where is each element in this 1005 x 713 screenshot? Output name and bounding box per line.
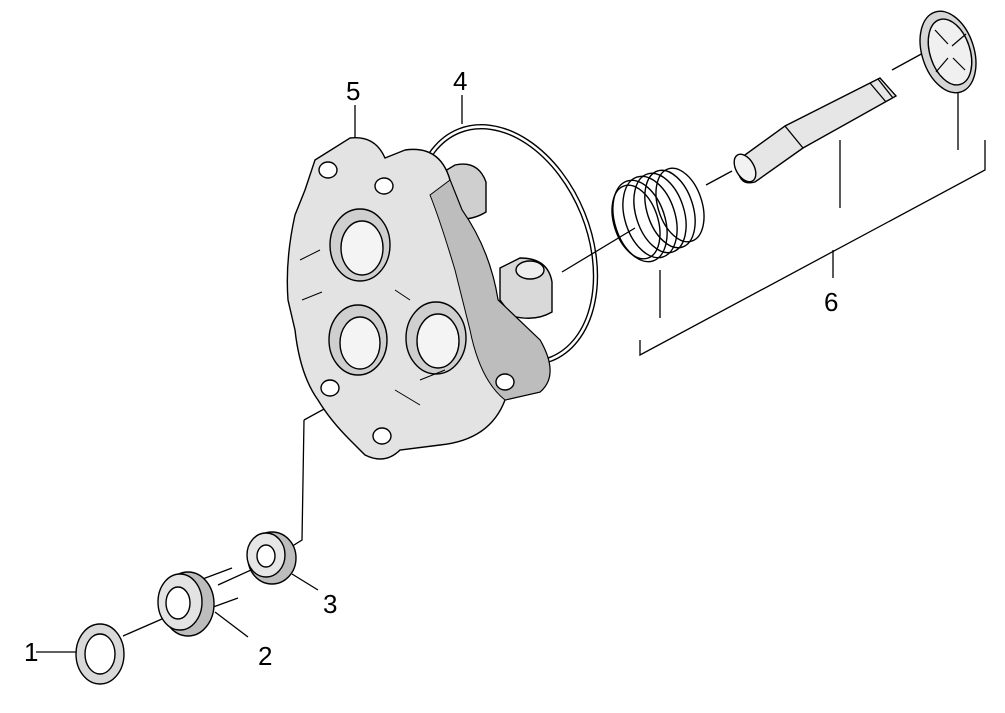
holder-pin-top	[199, 567, 233, 581]
label-2: 2	[258, 641, 272, 671]
housing-bore-lower-right-inner	[416, 313, 460, 369]
washer	[75, 623, 125, 685]
leader-spring	[561, 227, 636, 273]
pin-step	[784, 125, 804, 149]
spring-coil-2	[644, 169, 696, 249]
bracket-6	[639, 140, 986, 357]
seal-holder	[157, 567, 239, 637]
housing	[286, 136, 553, 460]
washer-hole	[84, 633, 116, 675]
leader-pin-disc	[891, 51, 926, 71]
spring	[611, 167, 705, 263]
spring-coil-5	[612, 179, 668, 263]
leader-3	[291, 573, 319, 591]
holder-bore	[165, 586, 191, 620]
spring-coil-3	[633, 172, 687, 254]
housing-hole-top-right	[374, 177, 394, 195]
label-4: 4	[453, 66, 467, 96]
housing-hole-top-left	[318, 161, 338, 179]
disc-spokes	[934, 29, 967, 73]
label-6: 6	[824, 287, 838, 317]
leader-lines	[36, 51, 986, 653]
label-1: 1	[24, 637, 38, 667]
label-3: 3	[323, 589, 337, 619]
part-labels: 1 2 3 4 5 6	[24, 66, 838, 671]
pin-groove-2	[877, 78, 894, 99]
leader-2	[214, 611, 249, 638]
seal-bore	[256, 544, 276, 568]
retaining-disc	[919, 10, 977, 94]
housing-hole-right	[495, 373, 515, 391]
pin-groove-1	[869, 82, 887, 103]
pin-body	[737, 77, 898, 184]
spring-coil-4	[622, 175, 678, 259]
housing-side-face	[429, 179, 551, 401]
spring-end	[611, 184, 661, 260]
label-5: 5	[346, 76, 360, 106]
housing-stub-end	[515, 260, 545, 280]
spring-coil-1	[655, 167, 705, 243]
piston-pin	[733, 77, 898, 184]
housing-hole-bottom	[372, 427, 392, 445]
housing-bore-top-inner	[340, 220, 384, 276]
pin-tip	[733, 153, 757, 183]
housing-bore-lower-left-inner	[339, 316, 381, 370]
leader-spring-pin	[705, 170, 733, 186]
seal-ring	[246, 531, 297, 585]
housing-hole-bottom-left	[320, 379, 340, 397]
housing-ribs	[299, 249, 446, 406]
